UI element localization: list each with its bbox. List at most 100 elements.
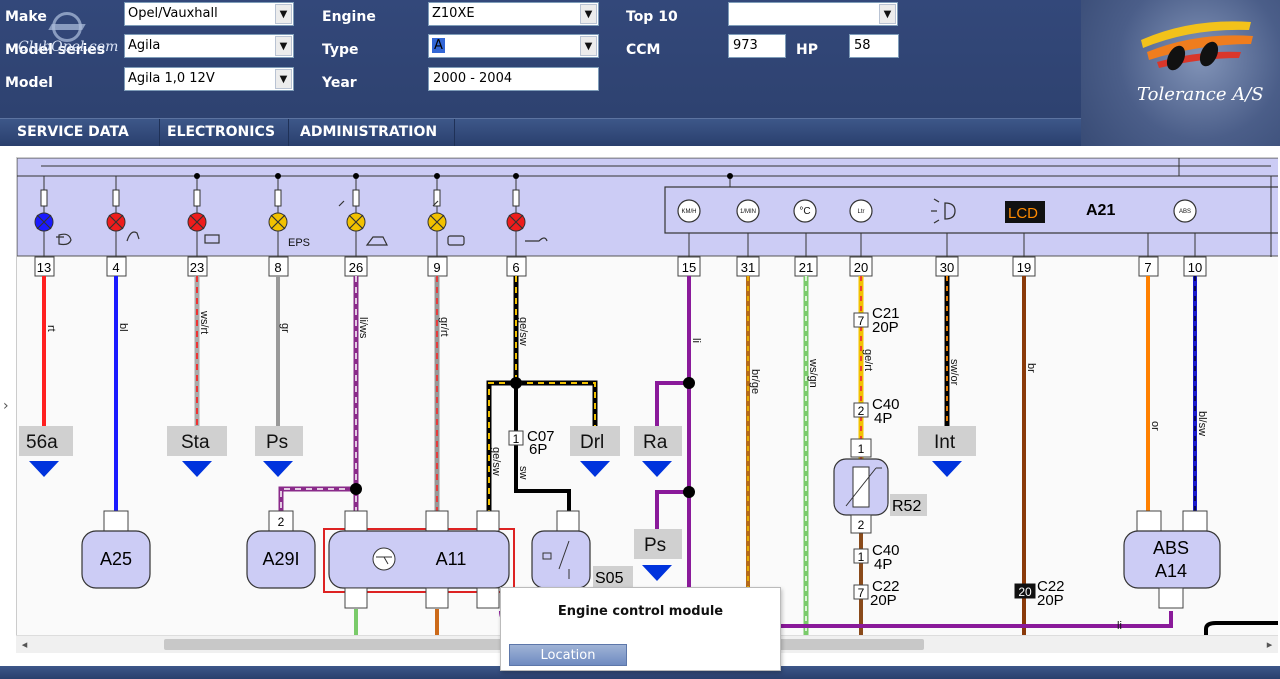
vehicle-selection-header: Make Model series Model ClubOpel.com Ope… [0,0,1280,118]
component-info-popup: Engine control module Location [500,587,781,671]
pin-label: 30 [940,260,954,275]
menu-administration[interactable]: ADMINISTRATION [283,119,455,146]
pin-label: 31 [741,260,755,275]
type-label: Type [322,42,359,58]
top10-label: Top 10 [626,9,678,25]
abs-lamp-icon [1173,199,1197,223]
svg-text:br/ge: br/ge [749,369,761,394]
model-select[interactable]: Agila 1,0 12V ▼ [124,67,294,91]
wiring-diagram-canvas: A21 LCD E [17,158,1278,635]
chevron-down-icon[interactable]: ▼ [275,4,292,24]
component-a29i[interactable]: 2 A29I [246,510,316,589]
gauge-icons [677,199,1197,223]
signal-sta-label: Sta [181,432,210,453]
year-field-value: 2000 - 2004 [433,71,513,86]
model-select-value: Agila 1,0 12V [128,71,215,86]
engine-select[interactable]: Z10XE ▼ [428,2,599,26]
svg-text:1: 1 [858,550,865,564]
connector-markers: 1 C07 6P 7 C21 20P 2 C40 4P 1 C40 4P 7 C… [508,305,1065,609]
hp-label: HP [796,42,818,58]
component-a11-ecu[interactable]: A11 [323,510,515,609]
wiring-diagram[interactable]: A21 LCD E [16,157,1278,635]
pin-label: 6 [512,260,519,275]
tolerance-logo: Tolerance A/S [1081,0,1280,146]
signal-labels: 56a Sta Ps Drl Ra Int Ps [19,426,976,559]
pin-label: 20 [854,260,868,275]
menu-electronics[interactable]: ELECTRONICS [150,119,289,146]
headlight-symbol-icon [56,233,72,246]
svg-text:rt: rt [45,325,57,332]
chevron-down-icon[interactable]: ▼ [580,4,597,24]
component-a25[interactable]: A25 [81,510,151,589]
svg-text:7: 7 [858,314,865,328]
year-field[interactable]: 2000 - 2004 [428,67,599,91]
svg-text:4P: 4P [874,410,892,427]
a25-label: A25 [100,549,132,569]
lcd-display [1005,201,1045,223]
a14-label: A14 [1155,561,1187,581]
light-symbol-icon [931,198,956,224]
pin-label: 19 [1017,260,1031,275]
footer-bar [0,666,1280,679]
switch-symbol-icon [542,540,570,579]
r52-label: R52 [892,498,921,515]
lamp-crosses [36,200,524,230]
resistor-r52[interactable]: 1 2 R52 [833,438,927,534]
svg-text:li: li [690,338,702,343]
engine-select-value: Z10XE [432,6,475,21]
signal-ra-label: Ra [643,432,668,453]
signal-arrow-icons [29,461,962,581]
top10-select[interactable]: ▼ [728,2,898,26]
temperature-gauge-icon [793,199,817,223]
pin-label: 9 [433,260,440,275]
component-abs-a14[interactable]: ABS A14 [1123,510,1221,609]
chevron-down-icon[interactable]: ▼ [275,69,292,89]
chevron-down-icon[interactable]: ▼ [275,36,292,56]
svg-text:ws/rt: ws/rt [198,310,210,334]
opel-bolt-icon [48,24,86,30]
svg-text:sw/or: sw/or [948,359,960,386]
type-select[interactable]: A ▼ [428,34,599,58]
ccm-value: 973 [733,38,758,53]
scroll-left-icon[interactable]: ◂ [21,638,28,651]
speedometer-icon [677,199,701,223]
svg-text:bl/sw: bl/sw [1196,411,1208,436]
wire-color-labels: rt bl ws/rt gr li/ws gr/rt ge/sw li br/g… [45,310,1208,632]
svg-text:6P: 6P [529,441,547,458]
gauge-abs-label: ABS [1179,209,1191,215]
make-label: Make [5,9,47,25]
chevron-down-icon[interactable]: ▼ [879,4,896,24]
menu-service-data[interactable]: SERVICE DATA [0,119,160,146]
signal-int-label: Int [934,432,956,453]
chevron-down-icon[interactable]: ▼ [580,36,597,56]
svg-text:li: li [1117,620,1122,632]
ccm-field[interactable]: 973 [728,34,786,58]
svg-text:20P: 20P [1037,592,1064,609]
switch-s05[interactable]: S05 [531,510,633,589]
model-label: Model [5,75,53,91]
airbag-symbol-icon [126,231,140,242]
model-series-select[interactable]: Agila ▼ [124,34,294,58]
hp-field[interactable]: 58 [849,34,899,58]
cluster-label: A21 [1086,202,1115,219]
svg-text:gr/rt: gr/rt [438,317,450,337]
year-label: Year [322,75,357,91]
wires [42,276,1278,635]
hp-value: 58 [854,38,871,53]
svg-text:li/ws: li/ws [357,317,369,339]
svg-text:20P: 20P [870,592,897,609]
svg-text:ws/gn: ws/gn [807,358,819,388]
expand-panel-icon[interactable]: › [3,398,9,414]
svg-text:2: 2 [858,404,865,418]
pin-label: 8 [274,260,281,275]
scroll-right-icon[interactable]: ▸ [1266,638,1273,651]
comp-pin-label: 1 [858,442,865,456]
tachometer-icon [736,199,760,223]
svg-text:1: 1 [513,432,520,446]
fuel-gauge-icon [849,199,873,223]
pin-boxes [34,256,1207,277]
ccm-label: CCM [626,42,661,58]
svg-text:or: or [1149,421,1161,431]
make-select[interactable]: Opel/Vauxhall ▼ [124,2,294,26]
location-button[interactable]: Location [509,644,627,666]
